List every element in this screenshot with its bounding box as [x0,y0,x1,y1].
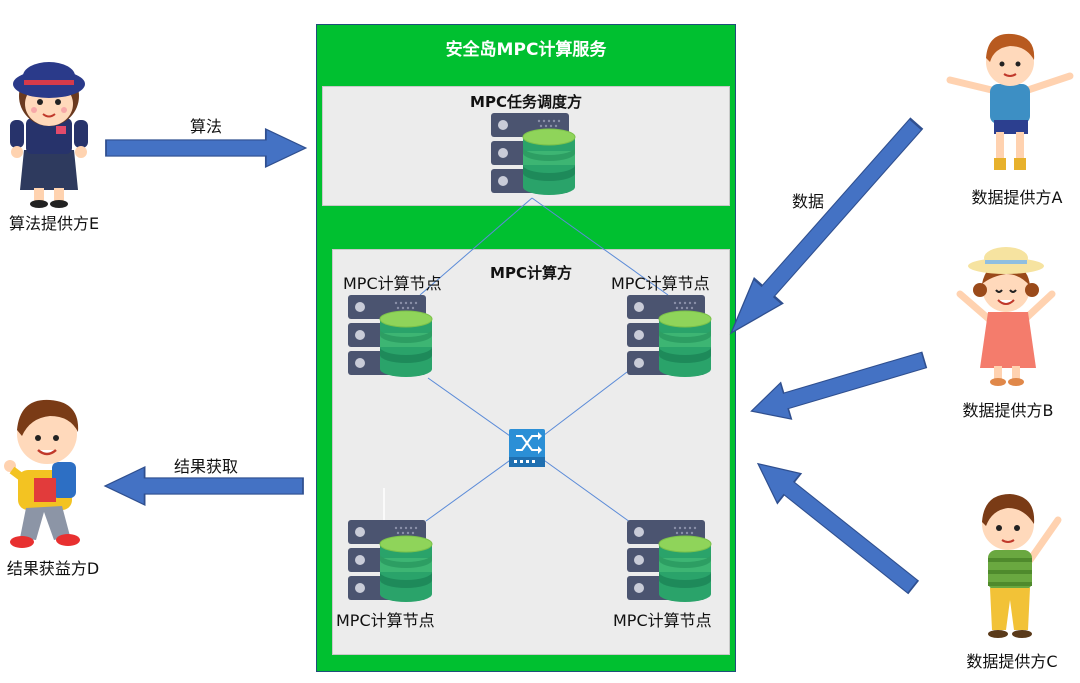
node2-label: MPC计算节点 [611,274,710,293]
network-switch-icon [509,429,545,467]
algorithm-arrow-label: 算法 [189,117,223,136]
data-arrow-b [745,340,931,431]
result-arrow-label: 结果获取 [173,457,239,476]
data-arrow-label: 数据 [791,192,825,211]
provider-b-label: 数据提供方B [962,401,1054,420]
result-beneficiary-icon [4,399,80,548]
node1-label: MPC计算节点 [343,274,442,293]
data-provider-b-icon [956,247,1056,386]
provider-a-label: 数据提供方A [971,188,1063,207]
node1-server-icon [347,294,433,378]
node3-server-icon [347,519,433,603]
node4-server-icon [626,519,712,603]
node3-label: MPC计算节点 [336,611,435,630]
result-beneficiary-label: 结果获益方D [6,559,100,578]
data-provider-a-icon [946,33,1074,170]
compute-title: MPC计算方 [490,264,572,282]
scheduler-title: MPC任务调度方 [470,93,582,111]
algorithm-provider-label: 算法提供方E [8,214,100,233]
service-title: 安全岛MPC计算服务 [445,40,607,60]
algorithm-provider-icon [10,62,88,208]
link-scheduler-node2 [531,197,669,296]
data-arrow-a [715,110,932,347]
node4-label: MPC计算节点 [613,611,712,630]
data-provider-c-icon [982,494,1062,638]
provider-c-label: 数据提供方C [966,652,1058,671]
scheduler-server-icon [490,112,576,196]
node2-server-icon [626,294,712,378]
data-arrow-c [745,447,926,603]
link-scheduler-node1 [419,197,533,296]
